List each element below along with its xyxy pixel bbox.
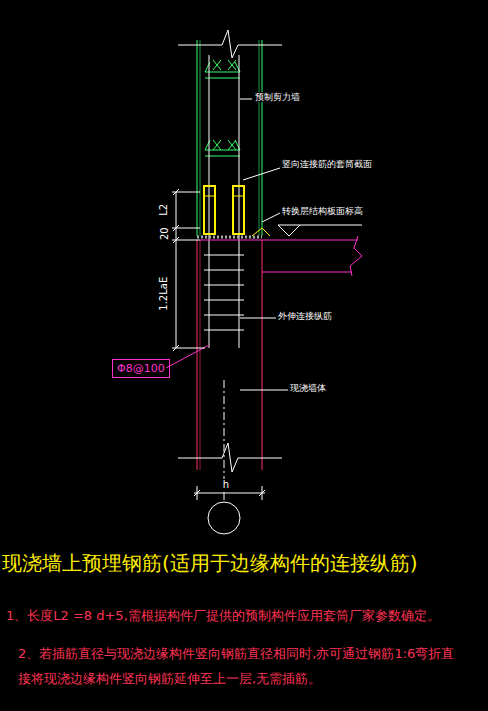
dimension: 1.2LaE [158,277,170,311]
part-label: 现浇墙体 [290,383,326,393]
part-label: 预制剪力墙 [255,92,300,102]
rebar-spec-box: Φ8@100 [112,359,170,378]
part-label: 竖向连接筋的套筒截面 [282,159,372,169]
note: 1、长度L2 =8 d+5,需根据构件厂提供的预制构件应用套筒厂家参数确定。 [6,604,482,629]
part-label: 转换层结构板面标高 [282,206,363,216]
rebar-spec: Φ8@100 [117,362,165,375]
part-label: 外伸连接纵筋 [278,311,332,321]
dimension: h [223,479,229,491]
note: 2、若插筋直径与现浇边缘构件竖向钢筋直径相同时,亦可通过钢筋1:6弯折直接将现浇… [18,642,458,691]
dimension: 20 [158,228,170,241]
dimension: L2 [158,204,170,216]
drawing-title: 现浇墙上预埋钢筋(适用于边缘构件的连接纵筋) [2,552,418,575]
